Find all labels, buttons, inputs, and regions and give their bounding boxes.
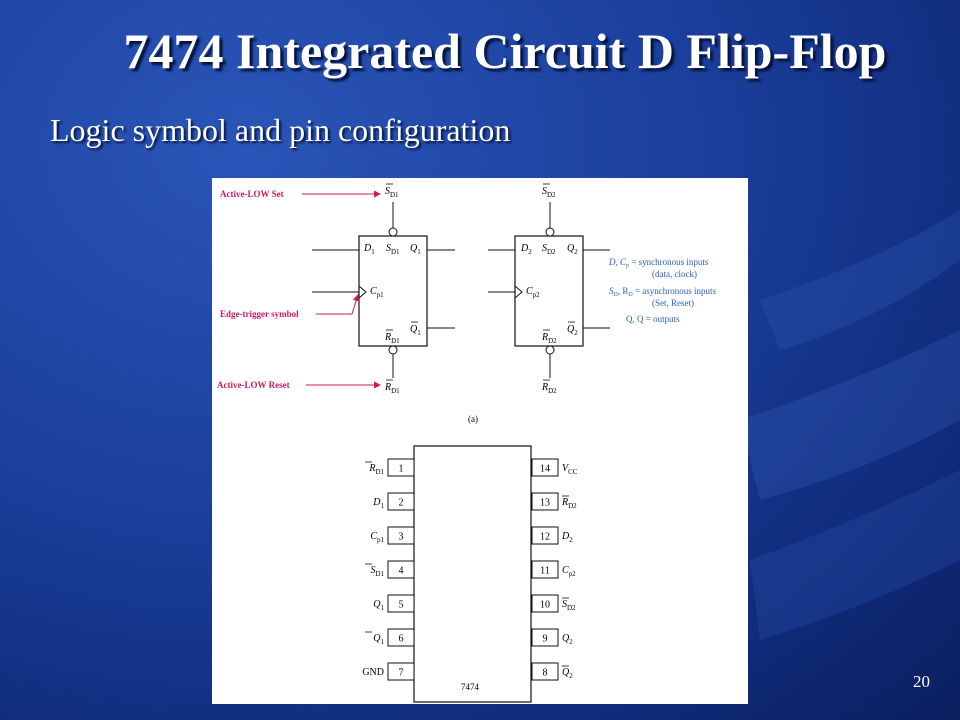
- pin-12: 12 D2: [531, 526, 573, 545]
- pin-3: 3 Cp1: [370, 526, 415, 545]
- pin-label: GND: [362, 667, 384, 678]
- pin-box: [531, 492, 559, 511]
- pin-number: 11: [540, 566, 550, 577]
- pin-box: [387, 594, 415, 613]
- pin-number: 9: [543, 634, 548, 645]
- legend-line-1: D, Cp = synchronous inputs: [608, 257, 709, 269]
- callout-edge-trigger: Edge-trigger symbol: [220, 309, 299, 319]
- callout-active-low-reset: Active-LOW Reset: [217, 380, 290, 390]
- pin-11: 11 Cp2: [531, 560, 576, 579]
- pin-box: [387, 526, 415, 545]
- pin-box: [387, 628, 415, 647]
- ff1-r-in-label: RD1: [384, 332, 400, 345]
- pin-box: [387, 560, 415, 579]
- ff1-s-in-label: SD1: [386, 243, 400, 256]
- ff2-cp-label: Cp2: [526, 286, 540, 299]
- pin-label: Cp2: [562, 565, 576, 578]
- ff1-s-top-label: SD1: [385, 186, 399, 199]
- pin-box: [531, 560, 559, 579]
- pin-number: 3: [399, 532, 404, 543]
- ic-label: 7474: [461, 682, 480, 692]
- pin-13: 13 RD2: [531, 492, 577, 511]
- flip-flop-2: SD2 D2 SD2 Q2 Cp2 RD2 Q2 RD2: [488, 183, 610, 395]
- ff2-d-label: D2: [520, 243, 532, 256]
- pin-8: 8 Q2: [531, 662, 573, 681]
- pin-7: 7 GND: [362, 662, 415, 681]
- pin-label: D2: [561, 531, 573, 544]
- pin-number: 5: [399, 600, 404, 611]
- ff1-cp-label: Cp1: [370, 286, 384, 299]
- pin-9: 9 Q2: [531, 628, 573, 647]
- pin-label: Q2: [562, 633, 573, 646]
- pin-number: 13: [540, 498, 550, 509]
- ic-body: [413, 445, 532, 703]
- callout-active-low-set: Active-LOW Set: [220, 189, 284, 199]
- pin-box: [387, 662, 415, 681]
- pin-label: Q2: [562, 667, 573, 680]
- pin-label: Cp1: [370, 531, 384, 544]
- pin-label: RD2: [561, 497, 577, 510]
- ff1-r-bot-label: RD1: [384, 382, 400, 395]
- pin-number: 14: [540, 464, 550, 475]
- pin-label: D1: [372, 497, 384, 510]
- pin-box: [531, 458, 559, 477]
- slide-number: 20: [913, 672, 930, 691]
- pin-number: 8: [543, 668, 548, 679]
- ff1-edge-symbol: [358, 285, 367, 299]
- legend-line-2: (data, clock): [652, 269, 697, 279]
- pin-box: [387, 458, 415, 477]
- legend-line-3: SD, RD = asynchronous inputs: [609, 286, 717, 298]
- pin-label: Q1: [373, 599, 384, 612]
- pin-box: [531, 662, 559, 681]
- pin-number: 4: [399, 566, 404, 577]
- ff2-s-in-label: SD2: [542, 243, 556, 256]
- pin-number: 6: [399, 634, 404, 645]
- ff1-qbar-label: Q1: [410, 324, 421, 337]
- pin-2: 2 D1: [372, 492, 415, 511]
- pin-label: SD2: [562, 599, 576, 612]
- pin-4: 4 SD1: [370, 560, 415, 579]
- pin-label: RD1: [368, 463, 384, 476]
- pin-6: 6 Q1: [373, 628, 415, 647]
- pin-number: 2: [399, 498, 404, 509]
- ff2-qbar-label: Q2: [567, 324, 578, 337]
- legend-line-4: (Set, Reset): [652, 298, 694, 308]
- flip-flop-figure: SD1 D1 SD1 Q1 Cp1 RD1 Q1 RD1 Active-LOW …: [212, 178, 748, 704]
- ff2-s-top-label: SD2: [542, 186, 556, 199]
- flip-flop-1: SD1 D1 SD1 Q1 Cp1 RD1 Q1 RD1: [312, 183, 455, 395]
- pin-5: 5 Q1: [373, 594, 415, 613]
- pin-number: 12: [540, 532, 550, 543]
- pin-box: [531, 628, 559, 647]
- ff2-r-bot-label: RD2: [541, 382, 557, 395]
- ff1-d-label: D1: [363, 243, 375, 256]
- slide-title: 7474 Integrated Circuit D Flip-Flop: [123, 23, 887, 79]
- legend-line-5: Q, Q = outputs: [626, 314, 680, 324]
- pin-box: [531, 526, 559, 545]
- ff1-q-label: Q1: [410, 243, 421, 256]
- pin-label: VCC: [562, 463, 578, 476]
- ff1-set-bubble: [388, 227, 398, 237]
- pin-number: 1: [399, 464, 404, 475]
- pin-label: SD1: [370, 565, 384, 578]
- ff2-q-label: Q2: [567, 243, 578, 256]
- pin-box: [387, 492, 415, 511]
- ff2-r-in-label: RD2: [541, 332, 557, 345]
- pin-14: 14 VCC: [531, 458, 578, 477]
- callouts: Active-LOW Set Edge-trigger symbol Activ…: [217, 189, 381, 390]
- pin-number: 10: [540, 600, 550, 611]
- slide-subtitle: Logic symbol and pin configuration: [50, 112, 511, 148]
- pin-1: 1 RD1: [368, 458, 415, 477]
- pin-10: 10 SD2: [531, 594, 576, 613]
- pin-box: [531, 594, 559, 613]
- pin-number: 7: [399, 668, 404, 679]
- figure-svg: SD1 D1 SD1 Q1 Cp1 RD1 Q1 RD1 Active-LOW …: [217, 183, 717, 703]
- pin-label: Q1: [373, 633, 384, 646]
- figure-caption: (a): [468, 414, 478, 424]
- ff1-reset-bubble: [388, 345, 398, 355]
- input-legend: D, Cp = synchronous inputs (data, clock)…: [608, 257, 717, 324]
